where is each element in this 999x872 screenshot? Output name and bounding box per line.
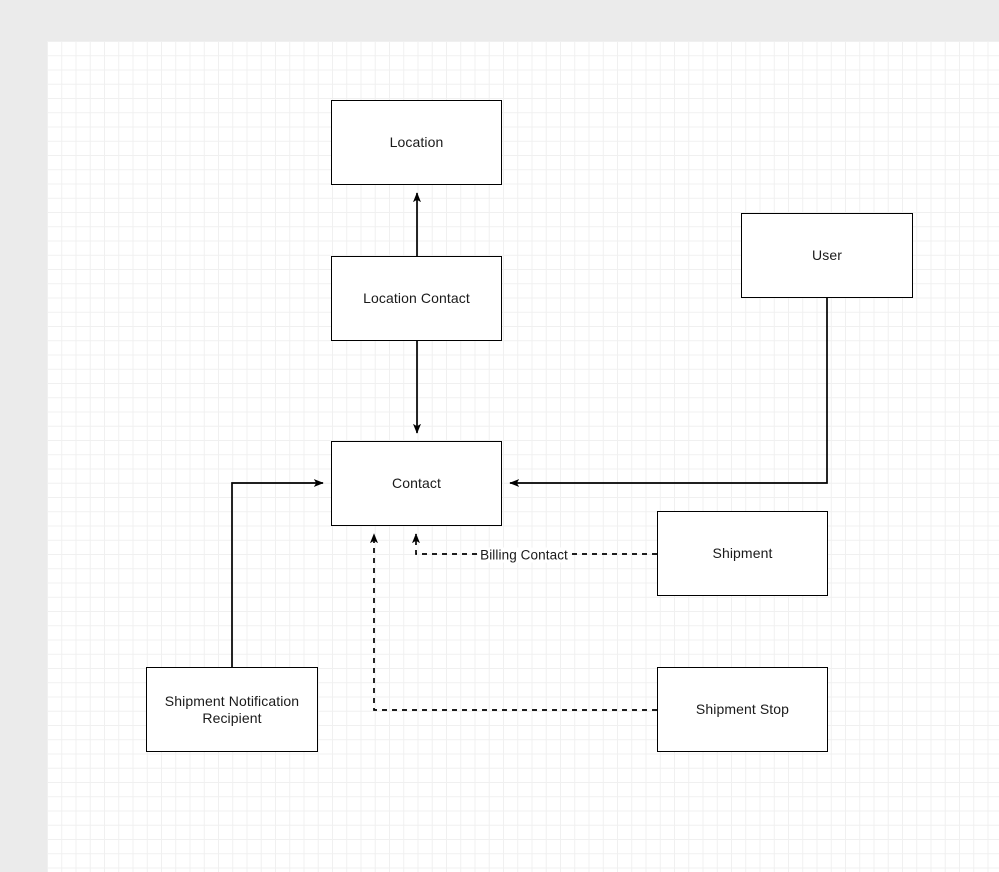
node-contact[interactable]: Contact (331, 441, 502, 526)
node-location[interactable]: Location (331, 100, 502, 185)
node-shipment-stop-label: Shipment Stop (695, 701, 790, 717)
edge-label-billing-contact[interactable]: Billing Contact (478, 547, 570, 563)
node-location-contact[interactable]: Location Contact (331, 256, 502, 341)
node-user-label: User (812, 247, 842, 263)
node-shipment-notification-recipient-label: Shipment Notification Recipient (164, 692, 300, 726)
node-shipment-label: Shipment (712, 545, 773, 561)
node-location-contact-label: Location Contact (363, 290, 470, 306)
diagram-canvas[interactable]: Location Location Contact Contact User S… (47, 41, 999, 872)
node-location-label: Location (389, 134, 444, 150)
edge-shipment-notification-recipient-to-contact[interactable] (231, 479, 324, 667)
node-user[interactable]: User (741, 213, 913, 298)
node-shipment-stop[interactable]: Shipment Stop (657, 667, 828, 752)
node-contact-label: Contact (392, 475, 441, 491)
node-shipment-notification-recipient[interactable]: Shipment Notification Recipient (146, 667, 318, 752)
node-shipment[interactable]: Shipment (657, 511, 828, 596)
edge-user-to-contact[interactable] (509, 298, 828, 487)
